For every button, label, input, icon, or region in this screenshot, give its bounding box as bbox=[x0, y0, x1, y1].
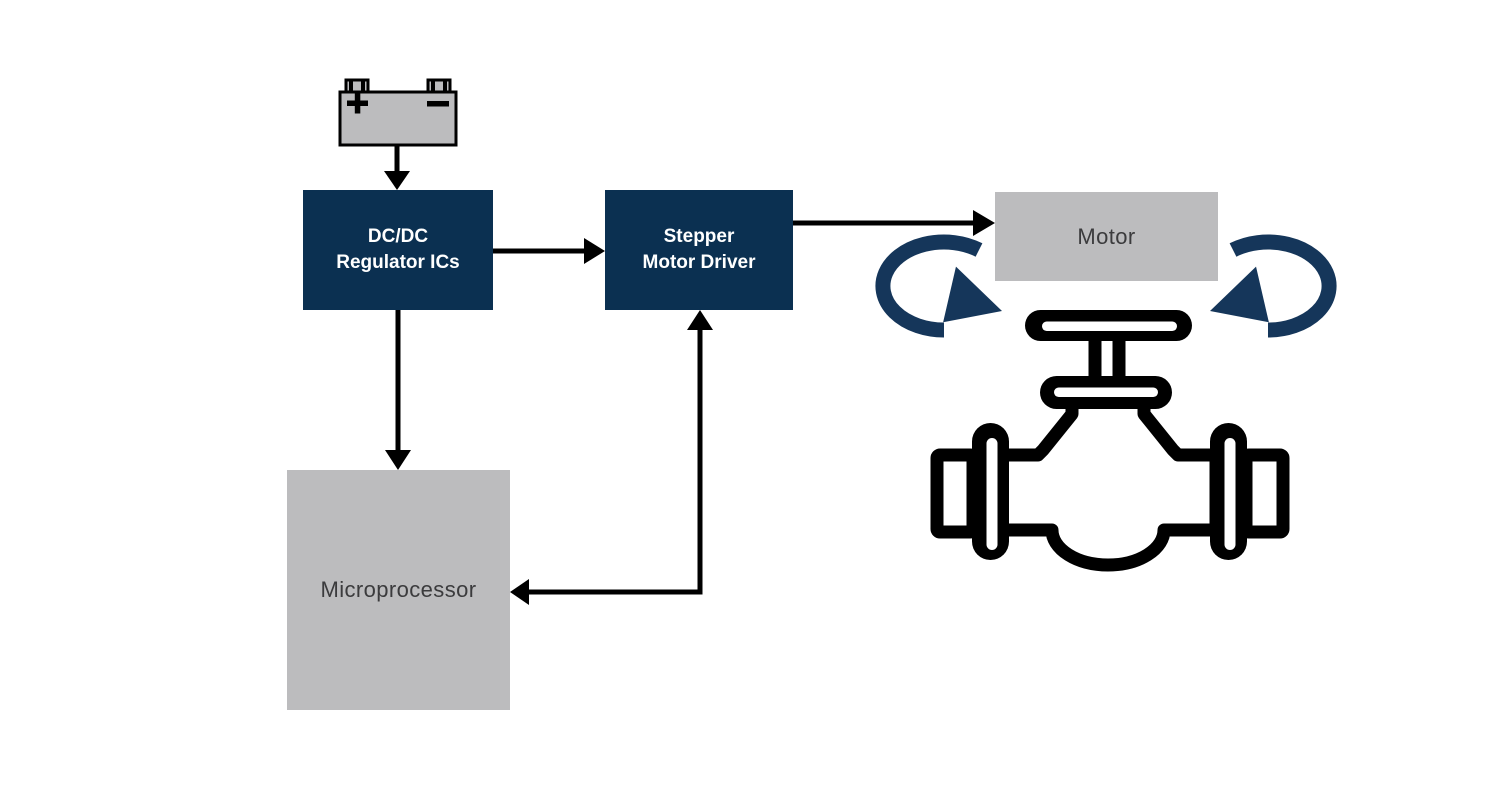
battery-icon bbox=[338, 78, 458, 147]
motor-box: Motor bbox=[995, 192, 1218, 281]
arrow-battery-to-dcdc bbox=[384, 143, 410, 190]
dcdc-regulator-label-line2: Regulator ICs bbox=[336, 252, 460, 273]
microprocessor-box: Microprocessor bbox=[287, 470, 510, 710]
valve-icon bbox=[930, 310, 1290, 572]
battery-minus-symbol bbox=[427, 101, 449, 107]
arrow-micro-stepper-feedback bbox=[510, 310, 713, 605]
arrow-dcdc-to-micro bbox=[385, 310, 411, 470]
dcdc-regulator-label-line1: DC/DC bbox=[367, 226, 429, 247]
battery-plus-symbol bbox=[347, 93, 368, 114]
arrow-dcdc-to-stepper bbox=[493, 238, 605, 264]
rotate-clockwise-arrow-icon bbox=[875, 234, 1002, 338]
rotate-counterclockwise-arrow-icon bbox=[1210, 234, 1337, 338]
motor-label: Motor bbox=[1077, 223, 1136, 249]
arrow-stepper-to-motor bbox=[793, 210, 995, 236]
dcdc-regulator-box: DC/DC Regulator ICs bbox=[303, 190, 493, 310]
stepper-driver-label-line2: Motor Driver bbox=[642, 252, 756, 273]
stepper-motor-driver-box: Stepper Motor Driver bbox=[605, 190, 793, 310]
microprocessor-label: Microprocessor bbox=[320, 577, 477, 602]
stepper-driver-label-line1: Stepper bbox=[663, 226, 735, 247]
